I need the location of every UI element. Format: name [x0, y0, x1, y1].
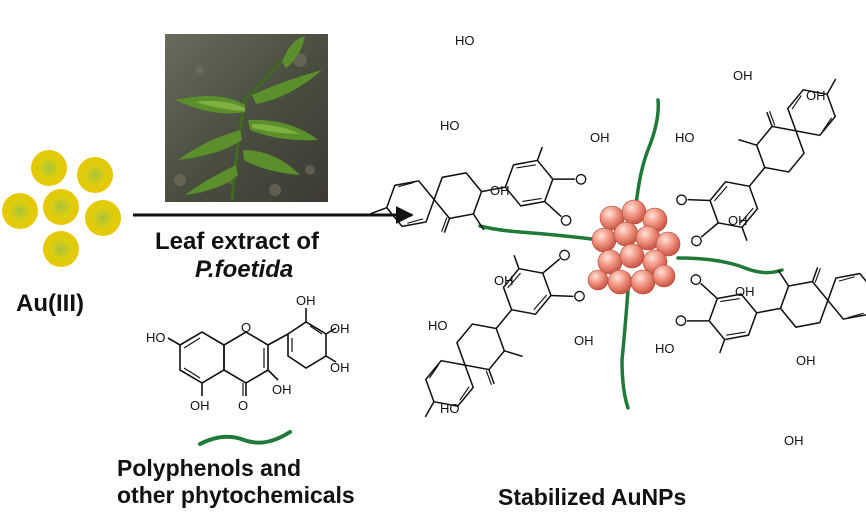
ho-label: HO: [675, 130, 695, 145]
ho-label: HO: [440, 401, 460, 416]
oh-label: OH: [494, 273, 514, 288]
polymer-chain-icon: [620, 288, 630, 410]
ho-label: HO: [655, 341, 675, 356]
ligand-bottom-left: [382, 236, 606, 419]
reactant-label: Au(III): [16, 290, 84, 317]
oh-label: OH: [190, 398, 210, 413]
polymer-chain-icon: [676, 256, 784, 275]
gold-ion-sphere-icon: [77, 157, 113, 193]
polymer-chain-icon: [198, 430, 292, 446]
oh-label: OH: [590, 130, 610, 145]
ho-label: HO: [455, 33, 475, 48]
gold-ion-sphere-icon: [43, 231, 79, 267]
o-label: O: [238, 398, 248, 413]
polyphenol-structure: OH OH OH HO OH O OH O: [146, 293, 350, 413]
oh-label: OH: [330, 360, 350, 375]
oh-label: OH: [735, 284, 755, 299]
ligand-top-left: [369, 98, 593, 281]
product-label: Stabilized AuNPs: [498, 484, 687, 510]
o-label: O: [241, 320, 251, 335]
ho-label: HO: [146, 330, 166, 345]
polymer-chain-icon: [634, 98, 661, 207]
oh-label: OH: [733, 68, 753, 83]
gold-ion-sphere-icon: [31, 150, 67, 186]
phyto-caption-line-1: Polyphenols and: [117, 455, 302, 481]
nanoparticle-cluster-icon: [587, 199, 681, 295]
ho-label: HO: [428, 318, 448, 333]
oh-label: OH: [806, 88, 826, 103]
oh-label: OH: [490, 183, 510, 198]
ligand-bottom-right: [669, 219, 866, 402]
phyto-caption-line-2: other phytochemicals: [117, 482, 355, 508]
ligand-top-right: [655, 77, 866, 260]
oh-label: OH: [296, 293, 316, 308]
oh-label: OH: [796, 353, 816, 368]
oh-label: OH: [728, 213, 748, 228]
gold-ion-sphere-icon: [2, 193, 38, 229]
oh-label: OH: [574, 333, 594, 348]
leaf-photo-icon: [165, 34, 328, 202]
reagent-line-1: Leaf extract of: [155, 228, 320, 255]
gold-ion-sphere-icon: [43, 189, 79, 225]
polymer-chain-icon: [478, 224, 602, 242]
au-ion-cluster: [2, 150, 121, 267]
stabilized-aunp-assembly: HO OH OH HO OH HO OH OH OH OH HO OH HO O…: [369, 33, 866, 448]
oh-label: OH: [272, 382, 292, 397]
gold-ion-sphere-icon: [85, 200, 121, 236]
oh-label: OH: [330, 321, 350, 336]
reagent-line-2: P.foetida: [195, 256, 294, 283]
ho-label: HO: [440, 118, 460, 133]
oh-label: OH: [784, 433, 804, 448]
